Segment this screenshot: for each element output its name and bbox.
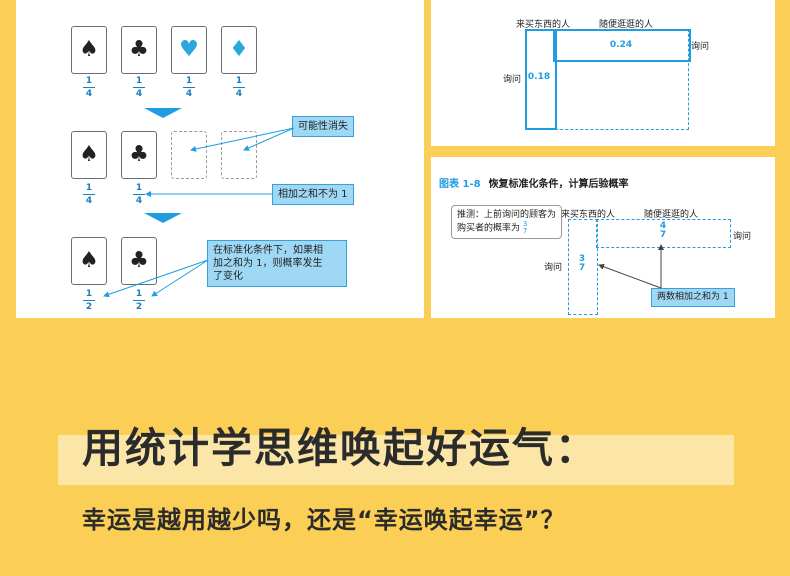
vanished-card — [171, 131, 207, 179]
browser-ask-value: 0.24 — [609, 40, 633, 50]
ask-label-right: 询问 — [733, 232, 752, 242]
spade-icon: ♠ — [79, 142, 99, 167]
spade-card: ♠ — [71, 26, 107, 74]
heart-icon: ♥ — [179, 37, 199, 62]
diamond-card: ♦ — [221, 26, 257, 74]
vanished-card — [221, 131, 257, 179]
buyer-ask-area — [525, 29, 557, 130]
club-icon: ♣ — [129, 142, 149, 167]
sum-not-one-callout: 相加之和不为 1 — [272, 184, 354, 205]
buyer-label: 来买东西的人 — [561, 210, 616, 220]
headline: 用统计学思维唤起好运气： — [82, 424, 598, 472]
down-arrow-icon — [144, 108, 182, 118]
down-arrow-icon — [144, 213, 182, 223]
club-card: ♣ — [121, 26, 157, 74]
browser-ask-area — [553, 29, 691, 62]
browser-label: 随便逛逛的人 — [599, 20, 654, 30]
ask-label-left: 询问 — [503, 75, 522, 85]
spade-icon: ♠ — [79, 248, 99, 273]
buyer-ask-value: 0.18 — [527, 72, 551, 82]
buyer-label: 来买东西的人 — [516, 20, 571, 30]
headline-highlight-band — [58, 435, 734, 485]
callout-arrows — [103, 127, 295, 298]
ask-label-left: 询问 — [544, 263, 563, 273]
heart-card: ♥ — [171, 26, 207, 74]
diamond-icon: ♦ — [229, 37, 249, 62]
club-card: ♣ — [121, 131, 157, 179]
callout-arrows — [598, 244, 664, 289]
area-diagram-top: 来买东西的人 随便逛逛的人 0.24 0.18 询问 询问 — [431, 0, 775, 146]
possibility-vanished-callout: 可能性消失 — [292, 116, 354, 137]
ask-label-right: 询问 — [691, 42, 710, 52]
browser-label: 随便逛逛的人 — [644, 210, 699, 220]
club-icon: ♣ — [129, 37, 149, 62]
sum-is-one-callout: 两数相加之和为 1 — [651, 288, 735, 307]
subheadline: 幸运是越用越少吗，还是“幸运唤起幸运”？ — [82, 506, 566, 534]
spade-icon: ♠ — [79, 37, 99, 62]
buyer-ask-area — [568, 219, 598, 315]
spade-card: ♠ — [71, 131, 107, 179]
spade-card: ♠ — [71, 237, 107, 285]
club-icon: ♣ — [129, 248, 149, 273]
club-card: ♣ — [121, 237, 157, 285]
normalization-callout: 在标准化条件下，如果相 加之和为 1，则概率发生 了变化 — [207, 240, 347, 287]
